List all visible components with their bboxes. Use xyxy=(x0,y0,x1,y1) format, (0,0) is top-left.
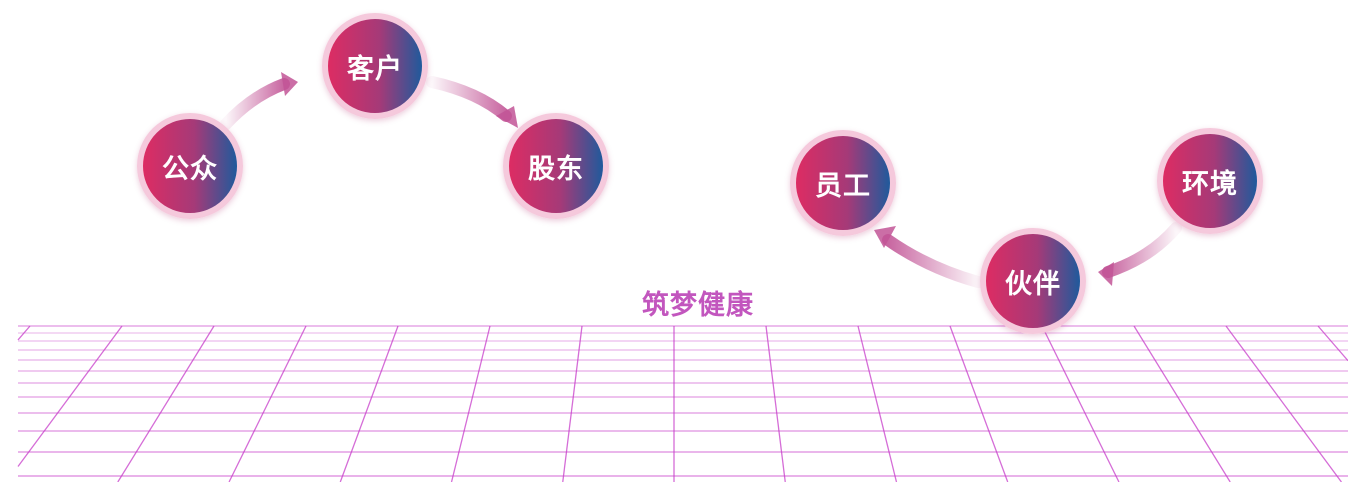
grid-line xyxy=(1041,325,1120,482)
diagram-title: 筑梦健康 xyxy=(642,290,754,321)
node-environment: 环境 xyxy=(1157,128,1263,234)
grid-line xyxy=(17,325,123,467)
node-public: 公众 xyxy=(137,113,243,219)
arrow-customer-to-shareholder xyxy=(426,76,518,128)
node-label: 公众 xyxy=(162,153,218,185)
grid-line xyxy=(1225,325,1342,482)
grid-line xyxy=(1317,325,1348,362)
grid-line xyxy=(339,325,399,482)
node-label: 员工 xyxy=(815,170,871,202)
grid-line xyxy=(117,325,215,482)
grid-line xyxy=(1133,325,1231,482)
node-employee: 员工 xyxy=(790,130,896,236)
grid-line xyxy=(949,325,1009,482)
node-customer: 客户 xyxy=(322,13,428,119)
grid-line xyxy=(857,325,898,482)
grid-line xyxy=(228,325,307,482)
node-label: 环境 xyxy=(1182,168,1238,200)
grid-line xyxy=(765,325,786,482)
grid-line xyxy=(450,325,491,482)
arrow-environment-to-partner xyxy=(1098,222,1182,286)
node-shareholder: 股东 xyxy=(503,113,609,219)
node-partner: 伙伴 xyxy=(980,228,1086,334)
node-label: 客户 xyxy=(347,53,403,85)
node-label: 股东 xyxy=(528,153,584,185)
grid-line xyxy=(562,325,583,482)
node-label: 伙伴 xyxy=(1005,268,1061,300)
arrow-partner-to-employee xyxy=(874,226,984,288)
arrow-public-to-customer xyxy=(220,72,298,130)
grid-line xyxy=(17,325,31,341)
